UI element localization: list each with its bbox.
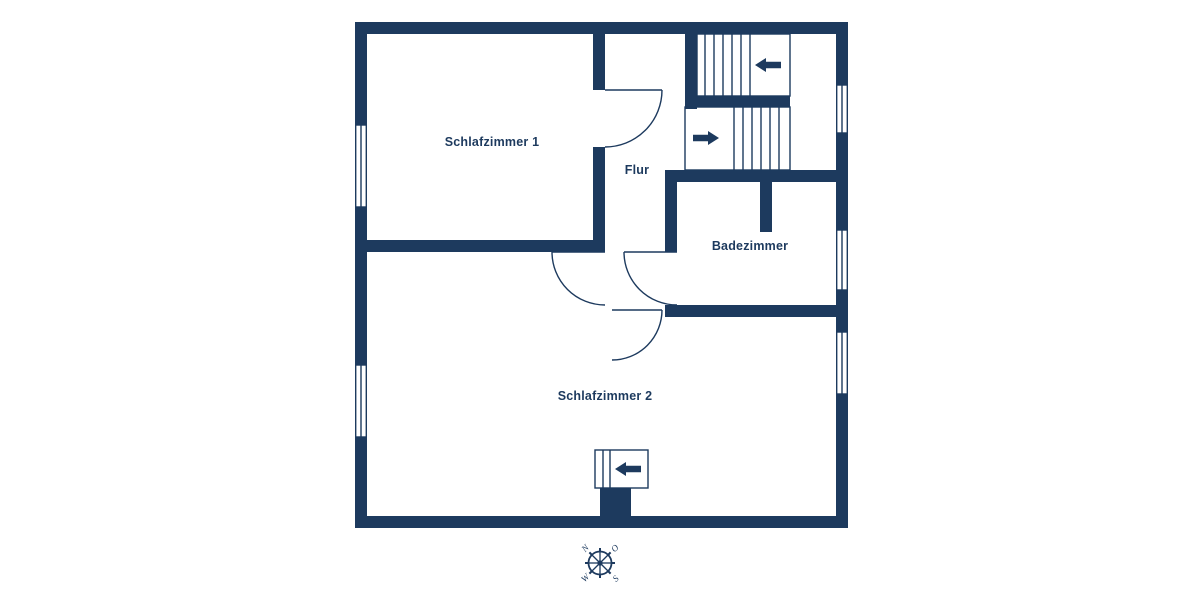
wall-segment [665, 182, 677, 252]
stair-down-arrow-left-icon [615, 462, 641, 476]
wall-segment [600, 488, 631, 516]
staircase [684, 33, 791, 171]
interior-walls [367, 34, 848, 516]
wall-segment [665, 305, 848, 317]
compass-rose: N O S W [579, 542, 621, 584]
wall-segment [355, 207, 367, 365]
stair-up-arrow-left-icon [755, 58, 781, 72]
room-label-flur: Flur [625, 163, 649, 177]
door-arc [604, 89, 663, 148]
compass-east-label: O [609, 542, 621, 554]
door-arc [623, 251, 678, 306]
wall-segment [836, 394, 848, 528]
wall-segment [367, 240, 605, 252]
stair-up-arrow-right-icon [693, 131, 719, 145]
wall-segment [760, 182, 772, 232]
wall-segment [593, 147, 605, 252]
basement-staircase [594, 449, 649, 489]
door-arc [611, 309, 663, 361]
compass-handles [585, 548, 615, 578]
wall-segment [355, 516, 848, 528]
wall-segment [665, 170, 848, 182]
wall-segment [593, 34, 605, 90]
doors [551, 89, 678, 361]
wall-segment [685, 34, 697, 109]
basement-stair-box [594, 449, 649, 489]
room-label-badezimmer: Badezimmer [712, 239, 788, 253]
wall-segment [355, 437, 367, 528]
wall-segment [355, 22, 367, 125]
compass-hub [597, 560, 603, 566]
stair-flight-upper [696, 33, 791, 97]
wall-segment [355, 22, 848, 34]
room-label-schlafzimmer-1: Schlafzimmer 1 [445, 135, 540, 149]
door-arc [551, 251, 606, 306]
compass-south-label: S [610, 573, 621, 584]
room-labels: Schlafzimmer 1 Flur Badezimmer Schlafzim… [445, 135, 788, 403]
stair-flight-lower [684, 106, 791, 171]
wall-segment [836, 22, 848, 85]
windows [355, 84, 849, 438]
room-label-schlafzimmer-2: Schlafzimmer 2 [558, 389, 653, 403]
wall-segment [685, 96, 790, 107]
